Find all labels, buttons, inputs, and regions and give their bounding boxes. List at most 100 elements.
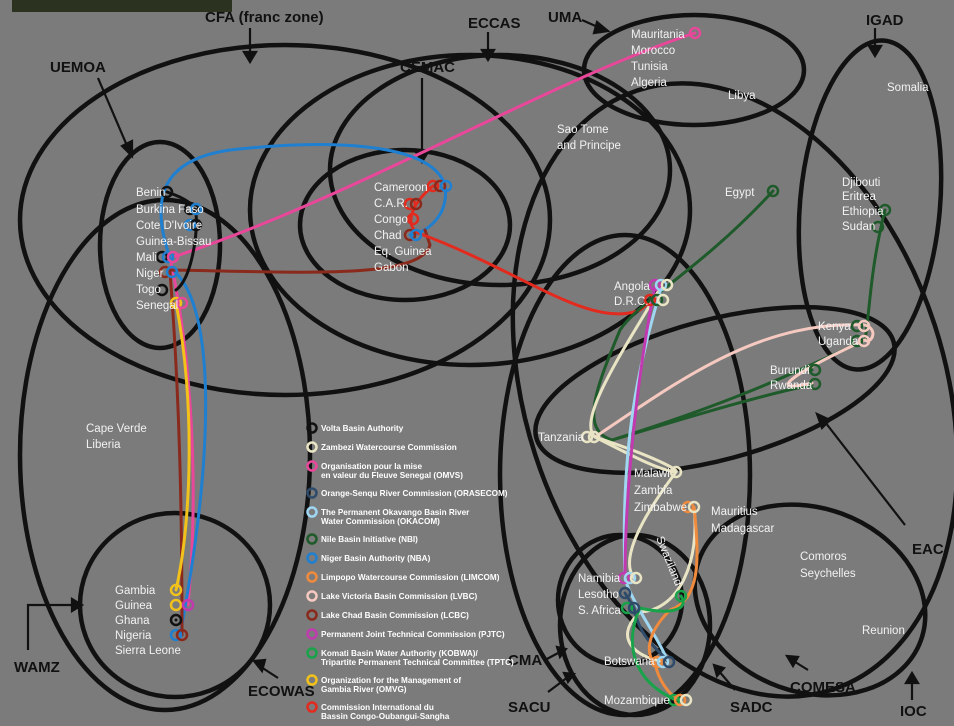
- ring-namibia-1: [617, 571, 631, 585]
- country-seychelles: Seychelles: [800, 568, 856, 580]
- uemoa-arrowhead: [120, 139, 134, 159]
- legend-label: Lake Victoria Basin Commission (LVBC): [321, 592, 477, 601]
- country-rwanda: Rwanda: [770, 380, 813, 392]
- legend-item: Lake Victoria Basin Commission (LVBC): [306, 590, 477, 602]
- country-sao-tome-2: and Principe: [557, 140, 621, 152]
- ring-zimbabwe-2: [687, 500, 701, 514]
- legend-label: Tripartite Permanent Technical Committee…: [321, 658, 514, 667]
- country-swaziland: Swaziland: [653, 535, 684, 588]
- comesa-outline: [510, 81, 954, 699]
- route-niger-basin: [159, 143, 447, 637]
- ring-burkina-1: [183, 202, 197, 216]
- country-s-africa: S. Africa: [578, 605, 621, 617]
- legend-label: Lake Chad Basin Commission (LCBC): [321, 611, 469, 620]
- legend-label: Volta Basin Authority: [321, 424, 404, 433]
- label-sacu: SACU: [508, 699, 551, 716]
- label-cemac: CEMAC: [400, 59, 455, 76]
- comesa-arrowhead: [784, 654, 800, 669]
- legend-label: en valeur du Fleuve Senegal (OMVS): [321, 471, 463, 480]
- country-egypt: Egypt: [725, 187, 755, 199]
- legend-ring: [306, 552, 318, 564]
- ring-uganda-1: [850, 334, 864, 348]
- ring-safrica-2: [627, 601, 641, 615]
- country-burundi: Burundi: [770, 365, 810, 377]
- legend-item: Limpopo Watercourse Commission (LIMCOM): [306, 571, 500, 583]
- sacu-arrow: [547, 676, 569, 693]
- country-liberia: Liberia: [86, 439, 121, 451]
- ring-burkina-2: [189, 202, 203, 216]
- legend-ring: [306, 590, 318, 602]
- legend-item: Organization for the Management ofGambia…: [306, 674, 461, 694]
- country-cape-verde: Cape Verde: [86, 423, 147, 435]
- legend-ring: [306, 487, 318, 499]
- country-sao-tome: Sao Tome: [557, 124, 609, 136]
- country-guinea: Guinea: [115, 600, 153, 612]
- sadc-arrow: [717, 669, 736, 691]
- sadc-arrowhead: [712, 663, 726, 679]
- ring-angola-3: [660, 278, 674, 292]
- legend-item: Zambezi Watercourse Commission: [306, 441, 457, 453]
- country-botswana: Botswana: [604, 656, 655, 668]
- cfa-arrowhead: [242, 50, 258, 65]
- ring-safrica-1: [620, 601, 634, 615]
- ring-congo: [406, 212, 420, 226]
- country-lesotho: Lesotho: [578, 589, 619, 601]
- left-border: [0, 0, 12, 726]
- label-comesa: COMESA: [790, 679, 856, 696]
- label-wamz: WAMZ: [14, 659, 60, 676]
- country-togo: Togo: [136, 284, 161, 296]
- ecccas-inner-outline: [327, 52, 673, 288]
- legend-label: Orange-Senqu River Commission (ORASECOM): [321, 489, 508, 498]
- eccas-outline: [247, 52, 693, 368]
- wamz-arrow: [26, 603, 75, 650]
- ring-mozambique-1: [667, 693, 681, 707]
- legend-label: Organisation pour la mise: [321, 462, 422, 471]
- ring-chad-1: [403, 228, 417, 242]
- country-ghana: Ghana: [115, 615, 150, 627]
- sacu-arrowhead: [562, 671, 577, 685]
- country-ethiopia: Ethiopia: [842, 206, 884, 218]
- ring-guinea-2: [181, 598, 195, 612]
- eac-arrowhead: [815, 411, 832, 431]
- legend-ring: [306, 674, 318, 686]
- cma-arrow: [544, 651, 561, 661]
- ring-burundi: [808, 363, 822, 377]
- country-eq-guinea: Eq. Guinea: [374, 246, 432, 258]
- legend-ring: [306, 628, 318, 640]
- country-madagascar: Madagascar: [711, 523, 774, 535]
- ring-uganda-2: [857, 334, 871, 348]
- legend-ring: [306, 441, 318, 453]
- label-eccas: ECCAS: [468, 15, 521, 32]
- ring-cameroon-3: [439, 179, 453, 193]
- ring-sudan: [871, 220, 885, 234]
- country-eritrea: Eritrea: [842, 191, 876, 203]
- country-car: C.A.R.: [374, 198, 408, 210]
- legend-label: Gambia River (OMVG): [321, 685, 407, 694]
- ring-niger-2: [165, 265, 179, 279]
- label-cma: CMA: [508, 652, 542, 669]
- ioc-outline: [692, 502, 928, 698]
- ring-zimbabwe-1: [681, 500, 695, 514]
- ioc-arrowhead: [904, 670, 920, 685]
- ring-cameroon-2: [433, 179, 447, 193]
- route-omvs: [168, 31, 697, 607]
- ring-senegal-1: [169, 296, 183, 310]
- ecowas-outline: [17, 197, 313, 713]
- country-cameroon: Cameroon: [374, 182, 428, 194]
- country-benin: Benin: [136, 187, 165, 199]
- ring-drc-1: [643, 293, 657, 307]
- legend-item: Permanent Joint Technical Commission (PJ…: [306, 628, 505, 640]
- country-mauritius: Mauritius: [711, 506, 758, 518]
- label-eac: EAC: [912, 541, 944, 558]
- legend-ring: [306, 647, 318, 659]
- ring-malawi: [669, 465, 683, 479]
- country-senegal: Senegal: [136, 300, 178, 312]
- legend-label: Niger Basin Authority (NBA): [321, 554, 431, 563]
- group-outlines: [17, 12, 954, 718]
- ring-senegal-2: [175, 296, 189, 310]
- ring-mauritania: [688, 26, 702, 40]
- country-uganda: Uganda: [818, 336, 859, 348]
